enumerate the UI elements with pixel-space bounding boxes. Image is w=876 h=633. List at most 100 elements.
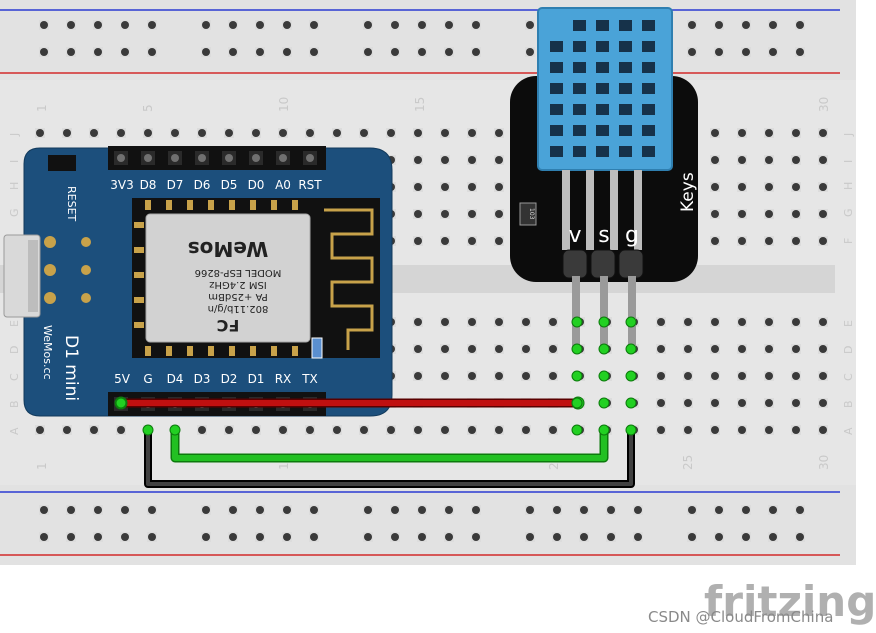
hole	[792, 372, 800, 380]
row-letter: G	[8, 208, 21, 217]
hole	[94, 533, 102, 541]
rail-hole	[795, 532, 805, 542]
resistor-label: 103	[528, 208, 535, 220]
pin-label-g: G	[143, 372, 152, 386]
hole	[765, 345, 773, 353]
rail-hole	[201, 532, 211, 542]
rail-hole	[444, 532, 454, 542]
hole	[414, 210, 422, 218]
row-letter: F	[842, 238, 855, 244]
terminal-hole	[305, 128, 315, 138]
hole	[738, 183, 746, 191]
hole	[472, 48, 480, 56]
terminal-hole	[710, 317, 720, 327]
vent-slot	[619, 104, 632, 115]
hole	[117, 129, 125, 137]
hole	[819, 318, 827, 326]
pin-label-d8: D8	[140, 178, 157, 192]
hole	[495, 372, 503, 380]
hole	[90, 129, 98, 137]
rail-hole	[768, 532, 778, 542]
connected-hole	[571, 316, 583, 328]
hole	[256, 533, 264, 541]
rail-hole	[471, 505, 481, 515]
rail-hole	[93, 47, 103, 57]
rail-hole	[228, 532, 238, 542]
hole	[522, 426, 530, 434]
hole	[765, 210, 773, 218]
pin-label-d5: D5	[221, 178, 238, 192]
sensor-pin-label-v: v	[568, 223, 581, 248]
hole	[40, 48, 48, 56]
terminal-hole	[467, 371, 477, 381]
col-num-bottom: 25	[681, 455, 695, 470]
terminal-hole	[764, 371, 774, 381]
reset-button[interactable]	[48, 155, 76, 171]
rail-hole	[66, 505, 76, 515]
vent-slot	[596, 62, 609, 73]
terminal-hole	[791, 209, 801, 219]
hole	[441, 318, 449, 326]
hole	[445, 21, 453, 29]
vent-slot	[573, 125, 586, 136]
hole	[333, 129, 341, 137]
hole	[607, 533, 615, 541]
terminal-hole	[467, 182, 477, 192]
hole	[360, 426, 368, 434]
connected-hole	[571, 370, 583, 382]
rail-hole	[309, 505, 319, 515]
pin-label-d1: D1	[248, 372, 265, 386]
hole	[769, 21, 777, 29]
rail-hole	[309, 532, 319, 542]
terminal-hole	[197, 425, 207, 435]
terminal-hole	[818, 398, 828, 408]
hole	[387, 426, 395, 434]
row-letters-left: J I H G F E D C B A	[8, 133, 21, 435]
hole	[522, 345, 530, 353]
hole	[715, 533, 723, 541]
terminal-hole	[440, 425, 450, 435]
hole	[63, 426, 71, 434]
hole	[819, 372, 827, 380]
rail-hole	[444, 505, 454, 515]
rail-hole	[363, 47, 373, 57]
module-pin	[134, 247, 144, 253]
hole	[414, 345, 422, 353]
rail-hole	[687, 20, 697, 30]
pin-label-d2: D2	[221, 372, 238, 386]
wire-gnd[interactable]	[146, 428, 633, 486]
rail-hole	[606, 532, 616, 542]
vent-slot	[550, 146, 563, 157]
header-pin-hole	[117, 154, 125, 162]
vent-slot	[642, 125, 655, 136]
rail-hole	[741, 20, 751, 30]
rail-hole	[147, 20, 157, 30]
hole	[310, 21, 318, 29]
vent-slot	[619, 125, 632, 136]
hole	[40, 506, 48, 514]
top-pin-labels: 3V3 D8 D7 D6 D5 D0 A0 RST	[110, 178, 322, 192]
rail-hole	[201, 47, 211, 57]
hole	[472, 533, 480, 541]
rail-hole	[120, 532, 130, 542]
rail-hole	[552, 532, 562, 542]
wemos-d1-mini-board[interactable]: RESET 3V3 D8 D7 D6 D5 D0 A0 RST 5V G D4	[3, 146, 393, 417]
terminal-hole	[737, 209, 747, 219]
terminal-hole	[710, 398, 720, 408]
vent-slot	[596, 146, 609, 157]
terminal-hole	[440, 182, 450, 192]
wire-data[interactable]	[172, 427, 607, 461]
column-numbers-bottom: 1 1 2 25 30	[35, 455, 831, 470]
terminal-hole	[683, 398, 693, 408]
hole	[819, 237, 827, 245]
col-num-bottom: 1	[35, 462, 49, 470]
hole	[738, 129, 746, 137]
hole	[468, 318, 476, 326]
hole	[765, 399, 773, 407]
hole	[117, 426, 125, 434]
rail-hole	[714, 532, 724, 542]
rail-hole	[714, 47, 724, 57]
col-num-top: 30	[817, 97, 831, 112]
rail-hole	[390, 532, 400, 542]
dht11-sensor-module[interactable]: 103 Keys v s g	[510, 7, 698, 348]
